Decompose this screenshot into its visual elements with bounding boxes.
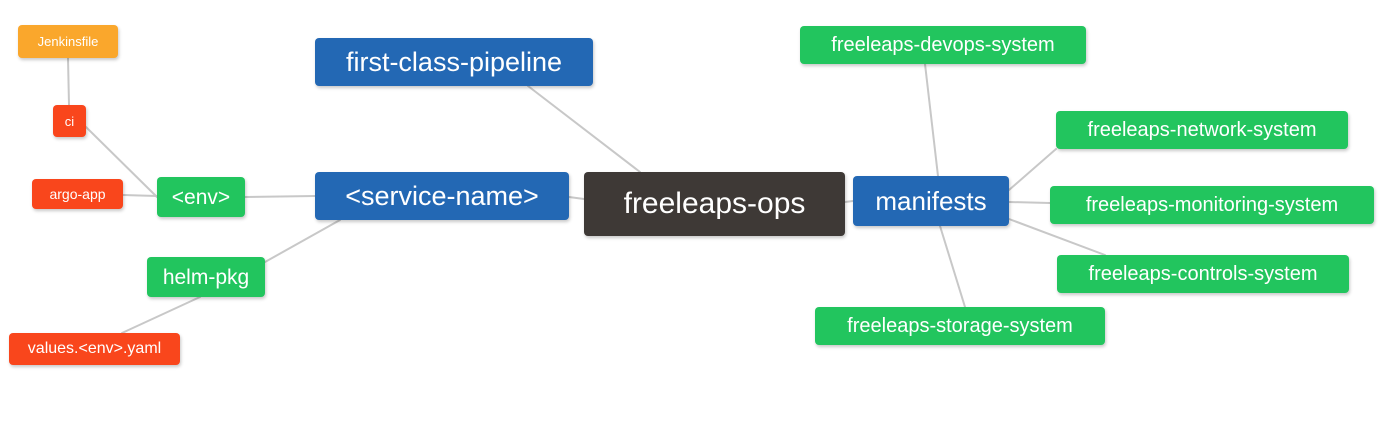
edge-jenkinsfile-to-ci (67, 57, 70, 106)
node-freeleaps-storage-system[interactable]: freeleaps-storage-system (815, 307, 1105, 345)
node-helm-pkg[interactable]: helm-pkg (147, 257, 265, 297)
node-label-first-class-pipeline: first-class-pipeline (345, 46, 563, 77)
node-values-yaml[interactable]: values.<env>.yaml (9, 333, 180, 365)
node-ci[interactable]: ci (53, 105, 86, 137)
edge-manifests-to-freeleaps-network-system (1008, 148, 1057, 191)
node-label-freeleaps-monitoring-system: freeleaps-monitoring-system (1085, 194, 1339, 216)
node-env[interactable]: <env> (157, 177, 245, 217)
node-label-freeleaps-storage-system: freeleaps-storage-system (847, 315, 1073, 337)
node-label-manifests: manifests (875, 186, 987, 216)
edge-manifests-to-freeleaps-controls-system (1008, 218, 1106, 256)
edge-manifests-to-freeleaps-devops-system (924, 63, 939, 177)
node-jenkinsfile[interactable]: Jenkinsfile (18, 25, 118, 58)
node-label-jenkinsfile: Jenkinsfile (37, 34, 99, 49)
node-freeleaps-ops[interactable]: freeleaps-ops (584, 172, 845, 236)
edge-env-to-service-name (244, 195, 316, 198)
edge-manifests-to-freeleaps-storage-system (939, 225, 966, 308)
node-label-helm-pkg: helm-pkg (162, 265, 250, 289)
node-label-service-name: <service-name> (345, 180, 539, 211)
edge-service-name-to-freeleaps-ops (568, 196, 585, 200)
edge-argo-app-to-env (122, 194, 158, 197)
node-label-env: <env> (171, 185, 231, 209)
node-service-name[interactable]: <service-name> (315, 172, 569, 220)
edge-first-class-pipeline-to-freeleaps-ops (527, 85, 641, 173)
node-manifests[interactable]: manifests (853, 176, 1009, 226)
node-label-ci: ci (64, 113, 75, 129)
node-label-freeleaps-network-system: freeleaps-network-system (1087, 119, 1317, 141)
edge-helm-pkg-to-service-name (264, 219, 341, 263)
edge-manifests-to-freeleaps-monitoring-system (1008, 201, 1051, 204)
node-label-freeleaps-devops-system: freeleaps-devops-system (831, 34, 1055, 56)
node-label-freeleaps-controls-system: freeleaps-controls-system (1088, 263, 1318, 285)
node-argo-app[interactable]: argo-app (32, 179, 123, 209)
node-freeleaps-network-system[interactable]: freeleaps-network-system (1056, 111, 1348, 149)
node-freeleaps-monitoring-system[interactable]: freeleaps-monitoring-system (1050, 186, 1374, 224)
edge-freeleaps-ops-to-manifests (844, 200, 854, 203)
node-freeleaps-controls-system[interactable]: freeleaps-controls-system (1057, 255, 1349, 293)
node-freeleaps-devops-system[interactable]: freeleaps-devops-system (800, 26, 1086, 64)
node-label-argo-app: argo-app (49, 186, 106, 202)
node-label-freeleaps-ops: freeleaps-ops (623, 187, 806, 220)
node-label-values-yaml: values.<env>.yaml (27, 340, 162, 357)
node-first-class-pipeline[interactable]: first-class-pipeline (315, 38, 593, 86)
edge-values-yaml-to-helm-pkg (121, 296, 201, 334)
